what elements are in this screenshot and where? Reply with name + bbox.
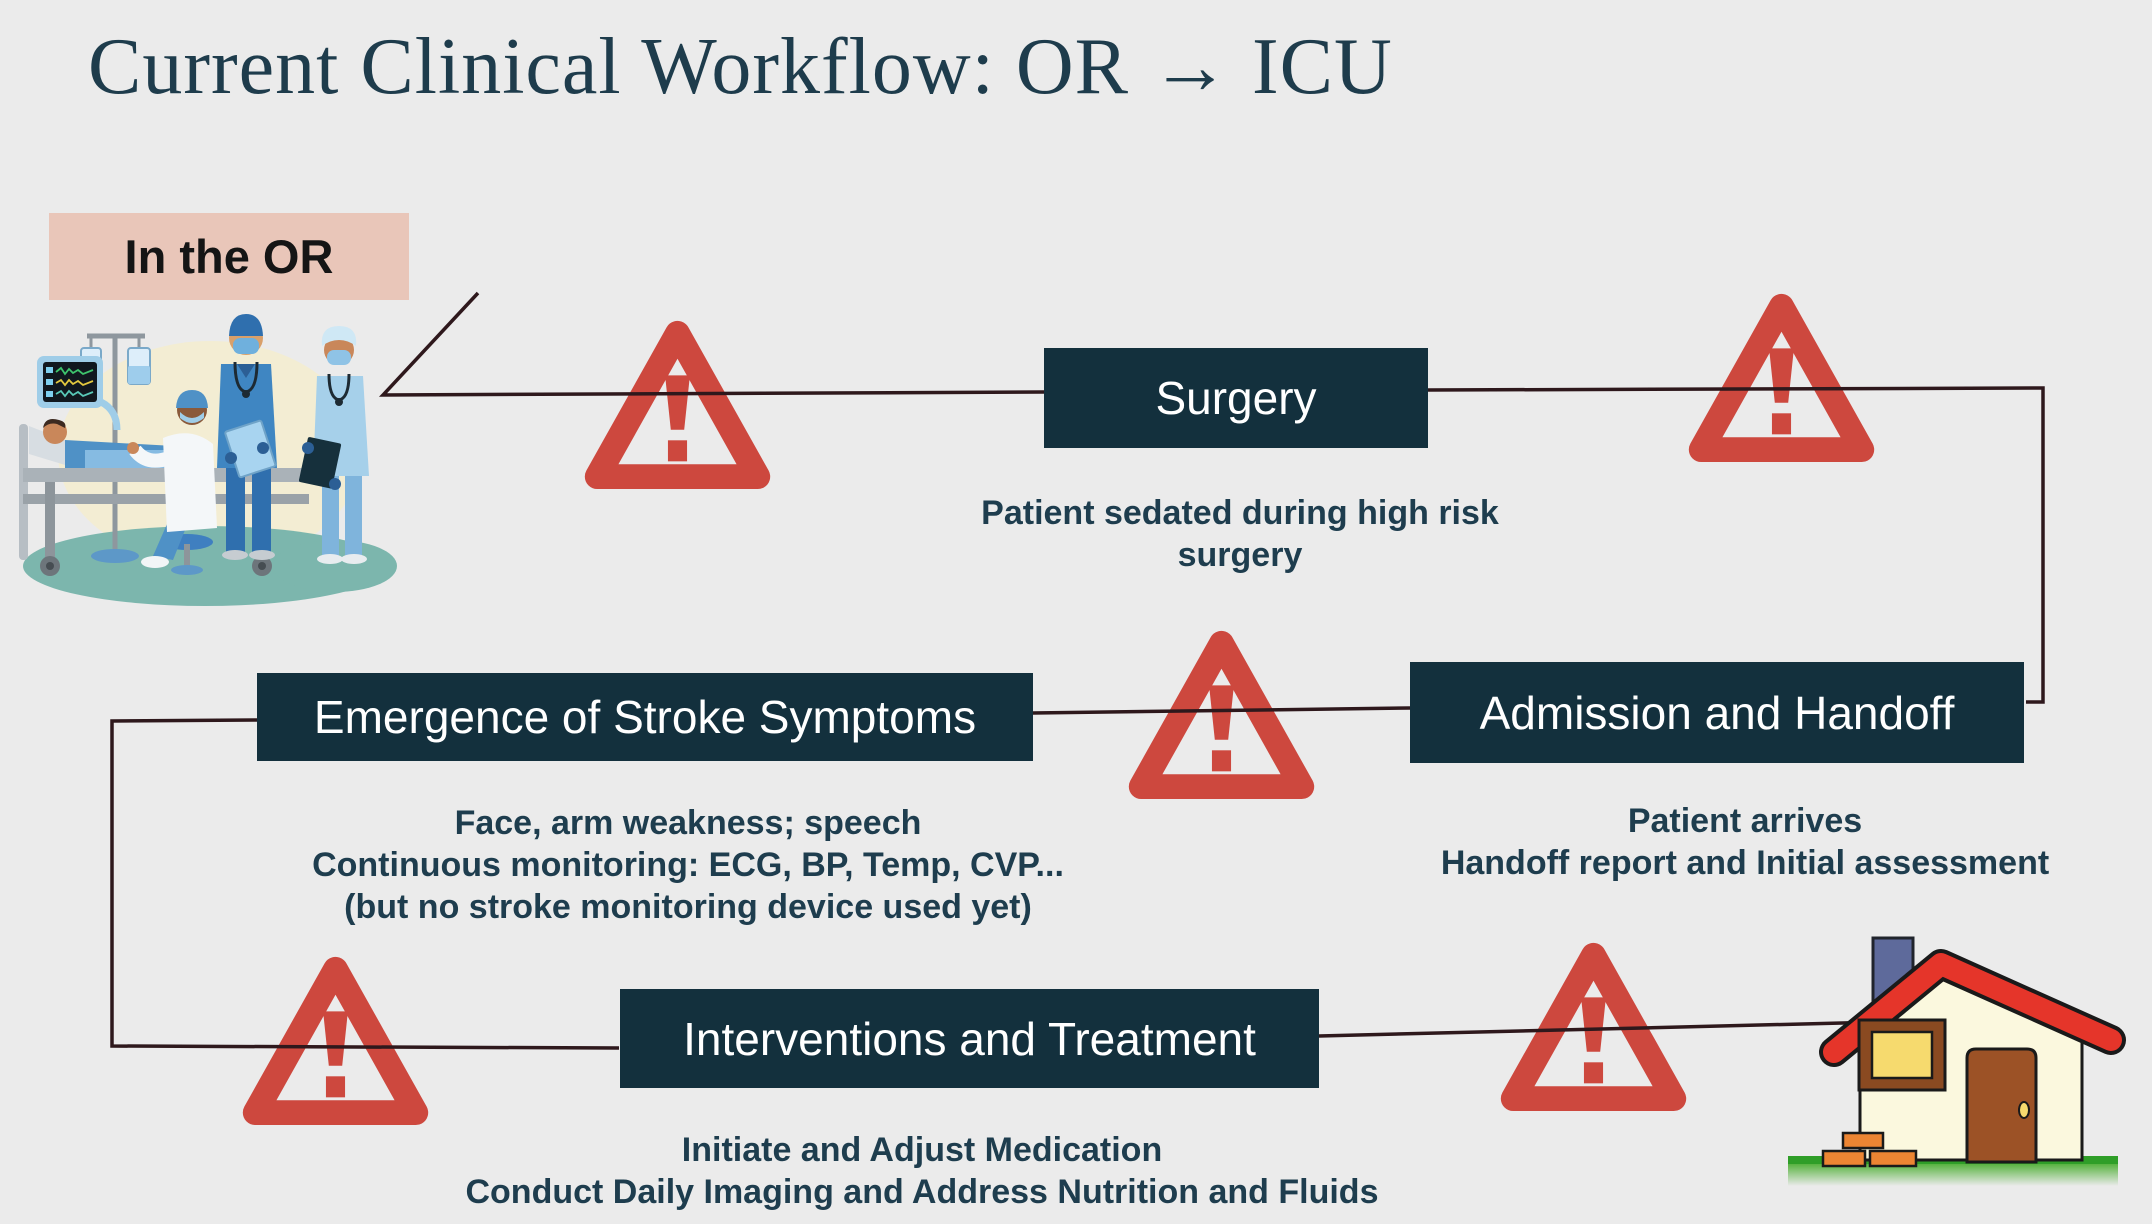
operating-room-illustration bbox=[19, 314, 397, 606]
node-emergence-of-stroke-symptoms: Emergence of Stroke Symptoms bbox=[257, 673, 1033, 761]
warning-icon bbox=[255, 969, 416, 1112]
connector-or-to-surgery bbox=[378, 291, 1045, 397]
warning-icon bbox=[597, 333, 758, 476]
connector-lines bbox=[110, 291, 2045, 1050]
caption-admission: Patient arrives Handoff report and Initi… bbox=[1440, 802, 2050, 883]
or-section-label: In the OR bbox=[49, 213, 409, 300]
vitals-monitor-icon bbox=[37, 356, 121, 431]
caption-interventions: Initiate and Adjust Medication Conduct D… bbox=[465, 1131, 1379, 1212]
warning-icon bbox=[1701, 306, 1862, 449]
standing-surgeon-icon bbox=[217, 314, 277, 560]
iv-stand-icon bbox=[80, 333, 151, 563]
node-admission-and-handoff: Admission and Handoff bbox=[1410, 662, 2024, 763]
node-interventions-and-treatment: Interventions and Treatment bbox=[620, 989, 1319, 1088]
seated-doctor-icon bbox=[127, 390, 217, 575]
connector-interventions-to-home bbox=[1318, 1020, 1883, 1038]
connector-emergence-to-admission bbox=[1032, 706, 1411, 715]
connector-emergence-to-interventions bbox=[110, 718, 620, 1050]
house-icon bbox=[1788, 936, 2126, 1186]
caption-surgery: Patient sedated during high risk surgery bbox=[981, 494, 1499, 575]
warning-icon bbox=[1141, 643, 1302, 786]
connector-surgery-to-admission bbox=[1427, 386, 2045, 704]
node-surgery: Surgery bbox=[1044, 348, 1428, 448]
caption-emergence: Face, arm weakness; speech Continuous mo… bbox=[312, 804, 1064, 927]
page-title: Current Clinical Workflow: OR → ICU bbox=[88, 23, 1393, 111]
standing-nurse-icon bbox=[298, 326, 369, 564]
